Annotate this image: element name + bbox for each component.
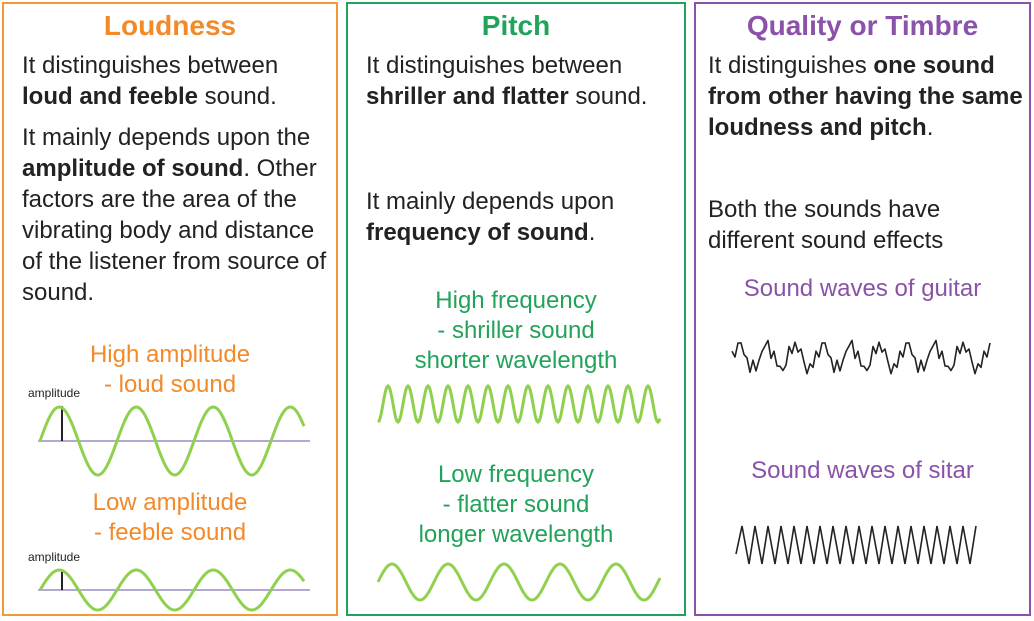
loudness-desc-part: It distinguishes between [22, 52, 279, 79]
quality-desc-part: . [926, 114, 934, 141]
loudness-desc-part: sound. [198, 83, 277, 110]
low-amplitude-wave-path [38, 568, 306, 612]
loudness-dep-part: . Other factors are the area of the vibr… [22, 155, 327, 306]
low-frequency-line3: longer wavelength [418, 521, 614, 548]
loudness-title: Loudness [103, 10, 237, 41]
high-amplitude-caption: High amplitude - loud sound [4, 340, 336, 400]
pitch-desc-part: sound. [568, 83, 648, 110]
loudness-dep-bold: amplitude of sound [22, 155, 244, 182]
pitch-panel: Pitch It distinguishes between shriller … [346, 2, 686, 616]
low-frequency-line2: - flatter sound [442, 491, 590, 518]
loudness-dep-part: It mainly depends upon the [22, 124, 311, 151]
amplitude-label-high: amplitude [28, 386, 81, 400]
sitar-wave [735, 525, 977, 565]
quality-panel: Quality or Timbre It distinguishes one s… [694, 2, 1031, 616]
high-frequency-wave-path [376, 383, 662, 425]
high-frequency-line2: - shriller sound [437, 317, 595, 344]
low-amplitude-line2: - feeble sound [93, 519, 247, 546]
quality-desc-bold: one sound from other having the same lou… [708, 52, 1023, 141]
high-amplitude-line2: - loud sound [103, 371, 237, 398]
low-frequency-line1: Low frequency [437, 461, 595, 488]
high-frequency-caption: High frequency - shriller sound shorter … [348, 286, 684, 376]
low-frequency-caption: Low frequency - flatter sound longer wav… [348, 460, 684, 550]
pitch-desc-bold: shriller and flatter [366, 83, 569, 110]
high-frequency-line3: shorter wavelength [414, 347, 618, 374]
sitar-wave-path [735, 525, 977, 565]
low-frequency-wave [376, 562, 662, 602]
loudness-panel: Loudness It distinguishes between loud a… [2, 2, 338, 616]
amplitude-label-low: amplitude [28, 550, 81, 564]
pitch-dependence: It mainly depends upon frequency of soun… [366, 186, 671, 248]
high-amplitude-wave-path [38, 405, 306, 477]
high-frequency-line1: High frequency [435, 287, 597, 314]
quality-desc-part: It distinguishes [708, 52, 874, 79]
pitch-dep-part: . [588, 219, 596, 246]
pitch-desc-part: It distinguishes between [366, 52, 623, 79]
quality-effects: Both the sounds have different sound eff… [708, 196, 944, 254]
low-frequency-wave-path [376, 562, 662, 602]
sitar-label: Sound waves of sitar [751, 457, 974, 484]
pitch-dep-part: It mainly depends upon [366, 188, 615, 215]
guitar-wave-path [731, 339, 991, 375]
quality-description: It distinguishes one sound from other ha… [708, 50, 1026, 143]
quality-title: Quality or Timbre [746, 10, 979, 41]
guitar-wave [731, 339, 991, 375]
loudness-desc-bold: loud and feeble [22, 83, 199, 110]
low-amplitude-wave [38, 568, 310, 612]
pitch-dep-bold: frequency of sound [366, 219, 589, 246]
high-frequency-wave [376, 383, 662, 425]
high-amplitude-line1: High amplitude [89, 341, 251, 368]
guitar-label: Sound waves of guitar [743, 275, 982, 302]
pitch-description: It distinguishes between shriller and fl… [366, 50, 671, 112]
low-amplitude-line1: Low amplitude [92, 489, 248, 516]
loudness-dependence: It mainly depends upon the amplitude of … [22, 122, 327, 308]
pitch-title: Pitch [481, 10, 551, 41]
loudness-description: It distinguishes between loud and feeble… [22, 50, 327, 112]
low-amplitude-caption: Low amplitude - feeble sound [4, 488, 336, 548]
high-amplitude-wave [38, 405, 310, 477]
